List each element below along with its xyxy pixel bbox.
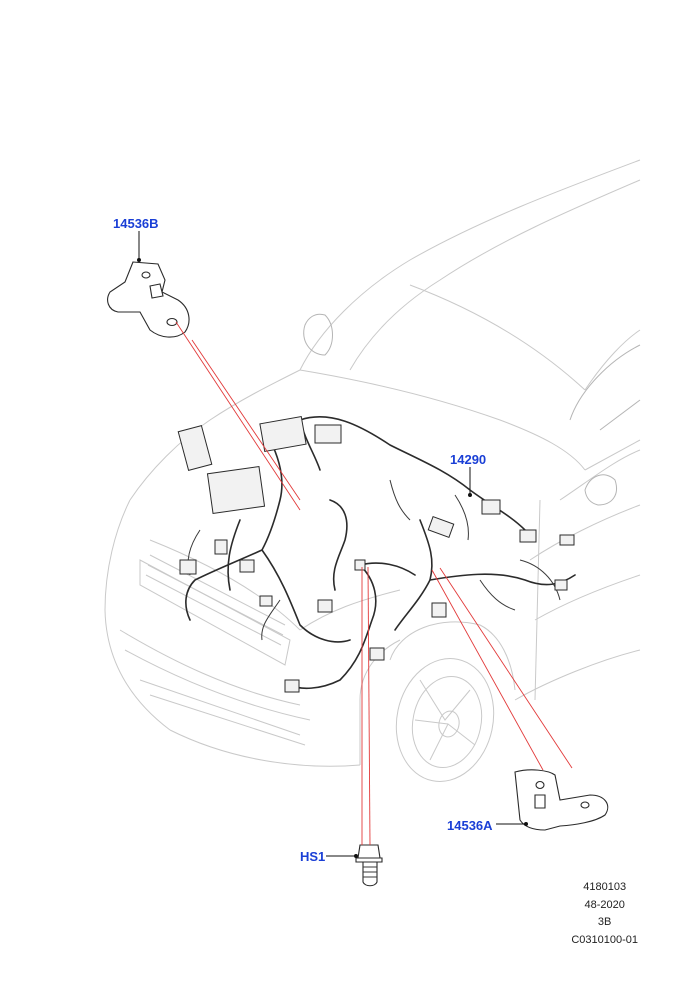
reference-id: C0310100-01: [571, 933, 638, 946]
projection-line: [439, 567, 573, 769]
reference-code: 3B: [597, 916, 612, 928]
callout-14536b[interactable]: 14536B: [113, 216, 159, 231]
projection-lines: [175, 321, 573, 846]
leader-dot: [524, 822, 528, 826]
vehicle-outline: [104, 159, 641, 782]
bracket-14536a-part: [514, 769, 609, 831]
reference-block: 4180103 48-2020 3B C0310100-01: [571, 879, 638, 949]
leader-dot: [137, 258, 141, 262]
callout-hs1[interactable]: HS1: [300, 849, 326, 864]
bracket-14536b-part: [107, 261, 190, 338]
wiring-harness: [177, 415, 576, 693]
leader-dot: [468, 493, 472, 497]
callout-14290[interactable]: 14290: [450, 452, 487, 467]
leader-lines: [137, 231, 528, 858]
projection-line: [431, 569, 544, 771]
projection-line: [367, 566, 371, 846]
projection-line: [191, 339, 301, 501]
reference-number: 4180103: [583, 881, 627, 893]
screw-hs1-part: [355, 844, 383, 887]
callout-14536a[interactable]: 14536A: [447, 818, 493, 833]
leader-dot: [354, 854, 358, 858]
reference-date: 48-2020: [584, 898, 625, 911]
projection-line: [175, 321, 301, 511]
